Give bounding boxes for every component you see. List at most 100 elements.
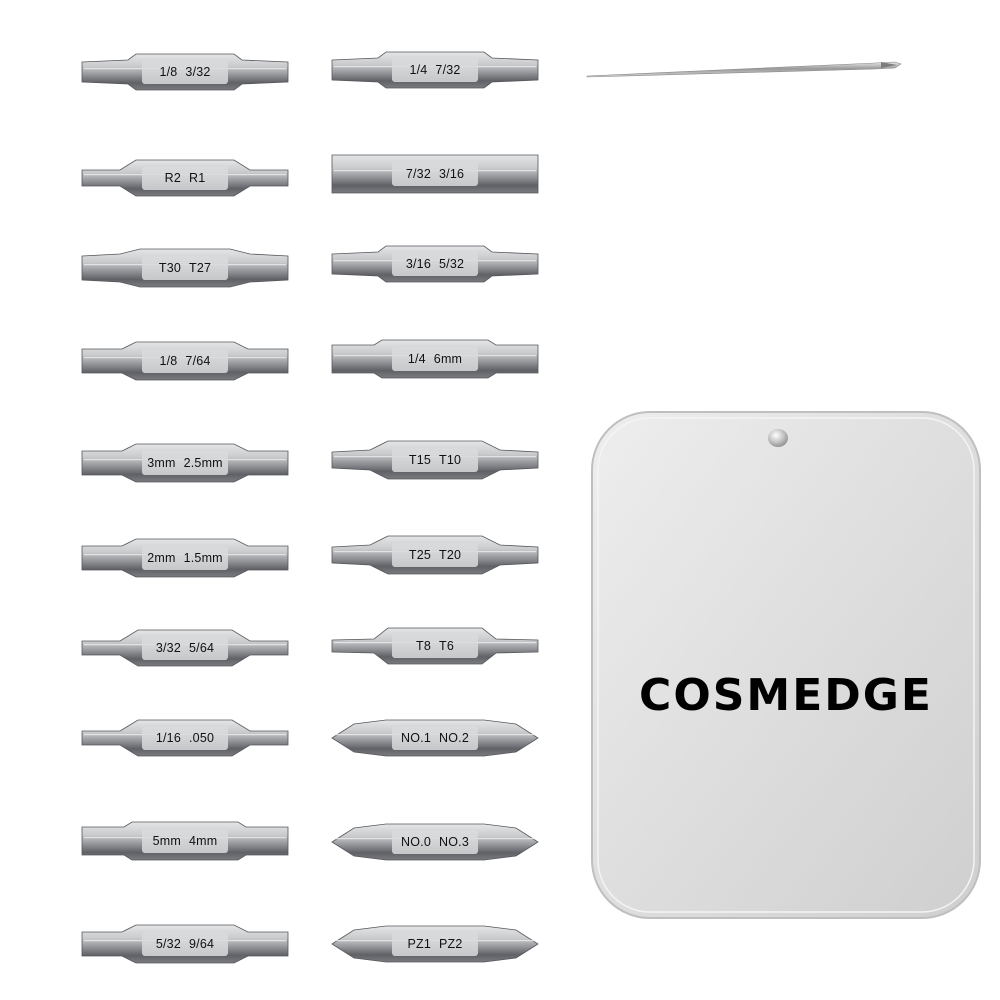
bit-label-a: NO.1	[401, 731, 431, 745]
bit-1-8-7-64: 1/8 7/64	[80, 337, 290, 385]
bit-label-b: 5/64	[189, 641, 215, 655]
bit-shape	[331, 925, 539, 963]
bit-shape	[331, 440, 539, 480]
bit-3-32-5-64: 3/32 5/64	[80, 624, 290, 672]
bit-label-b: NO.2	[439, 731, 469, 745]
bit-label-a: T15	[408, 453, 431, 467]
bit-label-a: T30	[158, 261, 181, 275]
bit-label-a: 1/8	[159, 354, 178, 368]
bit-label-b: T27	[189, 261, 212, 275]
bit-1-4-7-32: 1/4 7/32	[330, 46, 540, 94]
bit-label-b: T10	[439, 453, 462, 467]
bit-label-a: 3/16	[405, 257, 431, 271]
bit-shape	[331, 154, 539, 194]
bit-label-a: 1/16	[155, 731, 181, 745]
bit-label-a: 2mm	[147, 551, 176, 565]
bit-7-32-3-16: 7/32 3/16	[330, 150, 540, 198]
bit-label-a: 3mm	[147, 456, 176, 470]
bit-label-a: 1/4	[409, 63, 428, 77]
bit-label: T25 T20	[330, 531, 540, 579]
bit-label-a: R2	[164, 171, 181, 185]
bit-label-b: 2.5mm	[183, 456, 223, 470]
bit-label: 1/16 .050	[80, 714, 290, 762]
bit-label: T30 T27	[80, 244, 290, 292]
bit-5-32-9-64: 5/32 9/64	[80, 920, 290, 968]
bit-label-b: 4mm	[189, 834, 218, 848]
bit-label: NO.0 NO.3	[330, 818, 540, 866]
bit-shape	[81, 443, 289, 483]
bit-shape	[331, 719, 539, 757]
bit-label-a: 5/32	[155, 937, 181, 951]
bit-r2-r1: R2 R1	[80, 154, 290, 202]
bit-label: 3mm 2.5mm	[80, 439, 290, 487]
bit-label: PZ1 PZ2	[330, 920, 540, 968]
bit-label-a: T25	[408, 548, 431, 562]
bit-label-a: 5mm	[152, 834, 181, 848]
bit-1-16-050: 1/16 .050	[80, 714, 290, 762]
bit-label-b: 5/32	[439, 257, 465, 271]
pin-tool	[585, 52, 905, 82]
bit-t8-t6: T8 T6	[330, 622, 540, 670]
bit-label: 2mm 1.5mm	[80, 534, 290, 582]
bit-label: T8 T6	[330, 622, 540, 670]
bit-label: 1/4 6mm	[330, 335, 540, 383]
bit-label: 7/32 3/16	[330, 150, 540, 198]
bit-t15-t10: T15 T10	[330, 436, 540, 484]
bit-label-b: 7/32	[435, 63, 461, 77]
bit-3mm-2-5mm: 3mm 2.5mm	[80, 439, 290, 487]
bit-label: 3/16 5/32	[330, 240, 540, 288]
bit-label: 1/4 7/32	[330, 46, 540, 94]
bit-no0-no3: NO.0 NO.3	[330, 818, 540, 866]
bit-label-b: 6mm	[433, 352, 463, 366]
bit-label: 1/8 7/64	[80, 337, 290, 385]
bit-shape	[331, 535, 539, 575]
bit-label-b: T20	[439, 548, 462, 562]
bit-label: 5/32 9/64	[80, 920, 290, 968]
bit-2mm-1-5mm: 2mm 1.5mm	[80, 534, 290, 582]
bit-t25-t20: T25 T20	[330, 531, 540, 579]
brand-logo: COSMEDGE	[639, 670, 933, 721]
bit-label-a: T8	[416, 639, 431, 653]
bit-label: NO.1 NO.2	[330, 714, 540, 762]
bit-pz1-pz2: PZ1 PZ2	[330, 920, 540, 968]
bit-no1-no2: NO.1 NO.2	[330, 714, 540, 762]
bit-1-8-3-32: 1/8 3/32	[80, 48, 290, 96]
bit-label-b: 3/32	[185, 65, 211, 79]
bit-shape	[331, 627, 539, 665]
bit-shape	[81, 53, 289, 91]
bit-label-b: R1	[189, 171, 206, 185]
bit-shape	[81, 821, 289, 861]
bit-label-a: 3/32	[155, 641, 181, 655]
bit-label: 1/8 3/32	[80, 48, 290, 96]
bit-label-a: NO.0	[401, 835, 431, 849]
bit-shape	[331, 339, 539, 379]
bit-label-b: .050	[189, 731, 215, 745]
bit-label: 3/32 5/64	[80, 624, 290, 672]
bit-shape	[331, 823, 539, 861]
bit-t30-t27: T30 T27	[80, 244, 290, 292]
bit-shape	[81, 719, 289, 757]
bit-label-b: 1.5mm	[183, 551, 223, 565]
bit-shape	[81, 341, 289, 381]
bit-shape	[81, 924, 289, 964]
bit-label-b: NO.3	[439, 835, 469, 849]
bit-shape	[81, 159, 289, 197]
bit-label-a: 1/8	[159, 65, 178, 79]
bit-shape	[81, 629, 289, 667]
bit-label: R2 R1	[80, 154, 290, 202]
bit-label-a: PZ1	[407, 937, 431, 951]
bit-label: T15 T10	[330, 436, 540, 484]
bit-label-b: 3/16	[439, 167, 465, 181]
bit-3-16-5-32: 3/16 5/32	[330, 240, 540, 288]
bit-label-b: 7/64	[185, 354, 211, 368]
bit-label-b: PZ2	[439, 937, 463, 951]
bit-shape	[81, 248, 289, 288]
bit-label-b: T6	[439, 639, 454, 653]
bit-label-b: 9/64	[189, 937, 215, 951]
bit-shape	[331, 245, 539, 283]
bit-label-a: 1/4	[407, 352, 426, 366]
bit-shape	[331, 51, 539, 89]
storage-tin: COSMEDGE	[590, 410, 982, 920]
bit-label-a: 7/32	[405, 167, 431, 181]
bit-label: 5mm 4mm	[80, 817, 290, 865]
